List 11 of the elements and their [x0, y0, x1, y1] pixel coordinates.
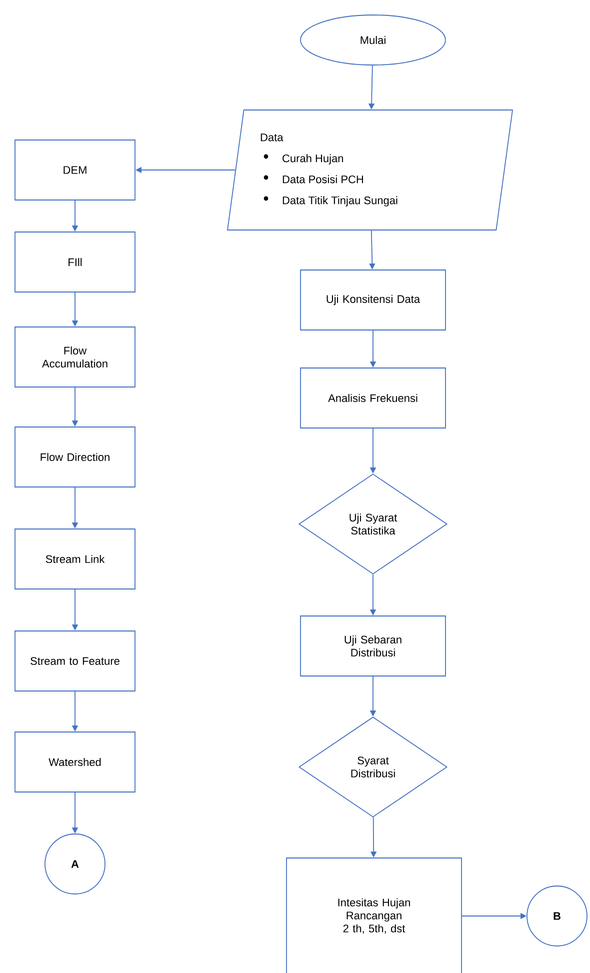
process-box: Stream to Feature [14, 630, 136, 692]
process-box: Flow Direction [14, 426, 136, 488]
process-box: Uji Sebaran Distribusi [300, 616, 446, 676]
process-box: Flow Accumulation [14, 326, 136, 388]
process-box: Analisis Frekuensi [300, 368, 446, 428]
process-box: FIll [14, 232, 136, 292]
process-box: Watershed [14, 732, 136, 792]
process-box: Intesitas Hujan Rancangan 2 th, 5th, dst [286, 858, 462, 973]
process-box: Uji Konsitensi Data [300, 270, 446, 330]
process-box: DEM [14, 140, 136, 200]
process-box: Stream Link [14, 528, 136, 590]
